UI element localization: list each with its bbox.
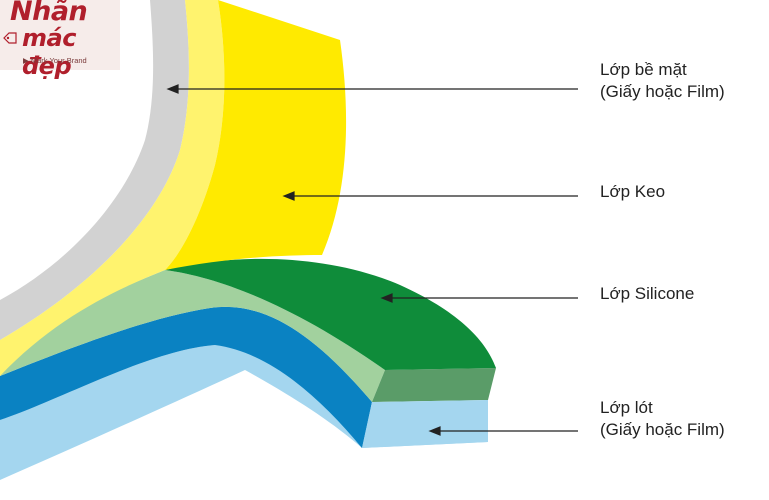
logo-tagline: ▶ Mark Your Brand — [23, 56, 87, 65]
label-silicone-layer: Lớp Silicone — [600, 283, 694, 305]
label-surface-title: Lớp bề mặt — [600, 60, 687, 79]
label-adhesive-layer: Lớp Keo — [600, 181, 665, 203]
price-tag-icon — [3, 32, 17, 44]
brand-logo: Nhãn mác đẹp ▶ Mark Your Brand — [0, 0, 120, 80]
pointer-arrows — [166, 84, 578, 436]
liner-edge — [362, 400, 488, 448]
label-surface-layer: Lớp bề mặt (Giấy hoặc Film) — [600, 59, 725, 103]
silicone-light-layer — [0, 270, 385, 402]
arrowhead-silicone — [380, 293, 393, 303]
adhesive-light-layer — [0, 0, 225, 376]
arrowhead-liner — [428, 426, 441, 436]
label-liner-subtitle: (Giấy hoặc Film) — [600, 420, 725, 439]
adhesive-layer — [165, 0, 347, 270]
liner-blue-layer — [0, 306, 372, 448]
silicone-edge — [372, 368, 496, 402]
logo-text-line1: Nhãn — [10, 0, 88, 27]
surface-layer — [0, 0, 189, 340]
silicone-top — [165, 258, 496, 370]
label-surface-subtitle: (Giấy hoặc Film) — [600, 82, 725, 101]
arrowhead-adhesive — [282, 191, 295, 201]
label-liner-layer: Lớp lót (Giấy hoặc Film) — [600, 397, 725, 441]
arrowhead-surface — [166, 84, 179, 94]
label-adhesive-title: Lớp Keo — [600, 182, 666, 201]
label-silicone-title: Lớp Silicone — [600, 284, 695, 303]
logo-text-line2: mác đẹp — [22, 24, 76, 80]
label-liner-title: Lớp lót — [600, 398, 653, 417]
